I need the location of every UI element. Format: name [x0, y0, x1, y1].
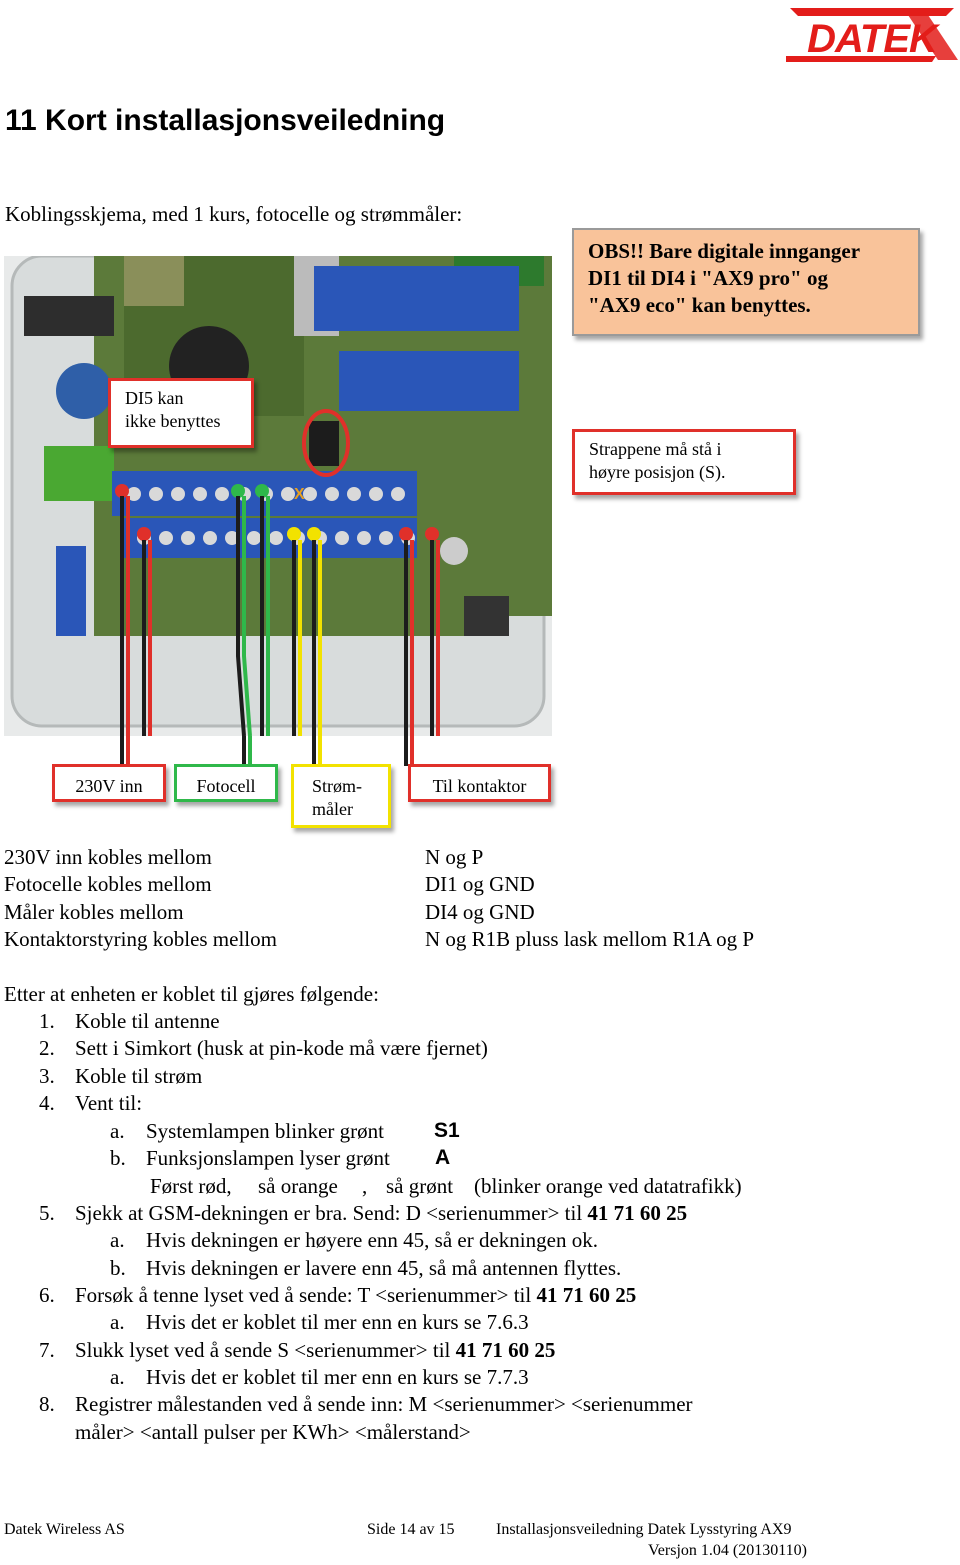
obs-warning-box: OBS!! Bare digitale innganger DI1 til DI… [572, 228, 920, 336]
sms-phone-number: 41 71 60 25 [587, 1201, 688, 1225]
obs-line: "AX9 eco" kan benyttes. [588, 293, 811, 317]
label-strommaler-line: Strøm- [312, 776, 363, 796]
step-number: 5. [39, 1201, 55, 1225]
footer-document-title: Installasjonsveiledning Datek Lysstyring… [496, 1521, 792, 1538]
step-text: Forsøk å tenne lyset ved å sende: T <ser… [75, 1283, 636, 1308]
substep-letter: a. [110, 1119, 125, 1143]
footer-version: Versjon 1.04 (20130110) [648, 1542, 807, 1559]
substep-letter: a. [110, 1365, 125, 1389]
connection-where: DI4 og GND [425, 900, 535, 924]
led-sequence-note: (blinker orange ved datatrafikk) [474, 1174, 742, 1198]
obs-line: DI1 til DI4 i "AX9 pro" og [588, 266, 828, 290]
label-230v-inn: 230V inn [52, 764, 166, 802]
di5-line: ikke benyttes [125, 411, 221, 431]
step-text: Koble til antenne [75, 1009, 220, 1033]
x-marker: X [294, 486, 305, 503]
connection-what: Kontaktorstyring kobles mellom [4, 927, 277, 951]
step-number: 6. [39, 1283, 55, 1307]
step-text: Koble til strøm [75, 1064, 203, 1088]
led-code: A [435, 1146, 451, 1169]
connection-what: Måler kobles mellom [4, 900, 184, 924]
datek-logo: DATEK [786, 8, 958, 62]
obs-line: OBS!! Bare digitale innganger [588, 239, 861, 263]
step-number: 2. [39, 1036, 55, 1060]
substep-letter: a. [110, 1228, 125, 1252]
sms-phone-number: 41 71 60 25 [455, 1338, 556, 1362]
strap-line: Strappene må stå i [589, 439, 722, 459]
controller-board-photo: X [4, 256, 552, 736]
di5-callout: DI5 kan ikke benyttes [108, 378, 254, 448]
substep-text: Funksjonslampen lyser grønt [146, 1146, 390, 1170]
connection-what: Fotocelle kobles mellom [4, 872, 212, 896]
step-text: Registrer målestanden ved å sende inn: M… [75, 1392, 693, 1416]
intro-text: Koblingsskjema, med 1 kurs, fotocelle og… [5, 202, 463, 226]
substep-text: Hvis dekningen er høyere enn 45, så er d… [146, 1228, 598, 1252]
strap-callout: Strappene må stå i høyre posisjon (S). [572, 429, 796, 495]
label-til-kontaktor: Til kontaktor [408, 764, 551, 802]
led-code: S1 [434, 1119, 460, 1142]
step-number: 7. [39, 1338, 55, 1362]
substep-text: Hvis det er koblet til mer enn en kurs s… [146, 1310, 529, 1334]
connection-where: N og R1B pluss lask mellom R1A og P [425, 927, 755, 951]
step-number: 1. [39, 1009, 55, 1033]
steps-intro: Etter at enheten er koblet til gjøres fø… [4, 982, 379, 1006]
led-sequence-note: så grønt [386, 1174, 454, 1198]
step-number: 8. [39, 1392, 55, 1416]
step-text: Sett i Simkort (husk at pin-kode må være… [75, 1036, 488, 1060]
step-number: 3. [39, 1064, 55, 1088]
substep-letter: b. [110, 1256, 126, 1280]
step-text: Slukk lyset ved å sende S <serienummer> … [75, 1338, 555, 1363]
substep-text: Hvis dekningen er lavere enn 45, så må a… [146, 1256, 622, 1280]
led-sequence-note: så orange [258, 1174, 338, 1198]
substep-letter: b. [110, 1146, 126, 1170]
substep-text: Hvis det er koblet til mer enn en kurs s… [146, 1365, 529, 1389]
sms-phone-number: 41 71 60 25 [536, 1283, 637, 1307]
connection-where: N og P [425, 845, 484, 869]
label-strommaler-line: måler [312, 799, 353, 819]
substep-letter: a. [110, 1310, 125, 1334]
connection-where: DI1 og GND [425, 872, 535, 896]
step-text-main: Forsøk å tenne lyset ved å sende: T <ser… [75, 1283, 532, 1307]
strap-line: høyre posisjon (S). [589, 462, 726, 482]
led-sequence-note: Først rød, [150, 1174, 232, 1198]
step-text: måler> <antall pulser per KWh> <målersta… [75, 1420, 471, 1444]
substep-text: Systemlampen blinker grønt [146, 1119, 384, 1143]
step-text-main: Sjekk at GSM-dekningen er bra. Send: D <… [75, 1201, 583, 1225]
label-strommaler: Strøm- måler [291, 764, 391, 828]
footer-page-number: Side 14 av 15 [367, 1521, 455, 1538]
label-fotocell: Fotocell [174, 764, 278, 802]
wire-extensions [120, 736, 414, 766]
step-text-main: Slukk lyset ved å sende S <serienummer> … [75, 1338, 451, 1362]
led-sequence-note: , [362, 1174, 368, 1198]
connection-what: 230V inn kobles mellom [4, 845, 212, 869]
di5-line: DI5 kan [125, 388, 184, 408]
step-text: Vent til: [75, 1091, 143, 1115]
step-number: 4. [39, 1091, 55, 1115]
page-title: 11 Kort installasjonsveiledning [5, 104, 446, 137]
step-text: Sjekk at GSM-dekningen er bra. Send: D <… [75, 1201, 687, 1226]
footer-company: Datek Wireless AS [4, 1521, 125, 1538]
